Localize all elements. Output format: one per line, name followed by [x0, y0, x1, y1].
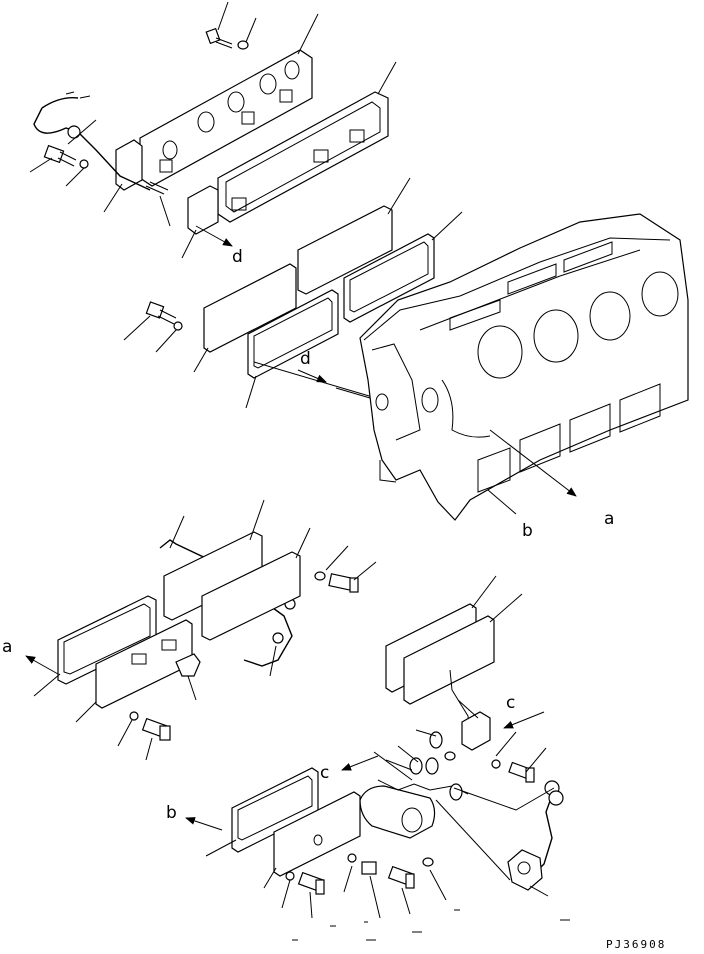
- washer-left: [79, 159, 89, 169]
- inspection-gasket-front: [247, 289, 339, 379]
- upper-leaders: [29, 1, 397, 259]
- inspection-gasket-rear: [343, 233, 435, 323]
- middle-cover-assembly: [123, 177, 463, 430]
- bolts-bottom: [285, 790, 564, 895]
- bolt-top: [205, 27, 233, 49]
- bolt-middle: [145, 301, 177, 325]
- washer-middle: [173, 321, 183, 331]
- lower-right-cover: [403, 615, 495, 705]
- lower-right-leaders: [185, 575, 555, 919]
- small-cover: [115, 139, 143, 191]
- breather-body: [359, 785, 436, 839]
- ref-label-b-upper: b: [522, 521, 533, 541]
- bolt-lower-right: [314, 571, 359, 593]
- ref-label-a-lower: a: [2, 637, 12, 657]
- upper-cover-assembly: [29, 1, 397, 259]
- small-plate: [187, 185, 219, 235]
- bolt-right: [508, 761, 535, 783]
- sensor-lower: [507, 849, 543, 891]
- inspection-cover-rear: [297, 205, 393, 295]
- lower-cover-2: [201, 551, 301, 641]
- engine-block: [359, 213, 689, 521]
- cylinder-bores: [477, 271, 679, 379]
- drawing-code: PJ36908: [606, 938, 666, 951]
- bracket: [461, 711, 491, 751]
- side-openings: [477, 383, 661, 493]
- lower-left-assembly: [25, 499, 377, 761]
- block-leaders: [487, 429, 577, 515]
- inspection-cover-front: [203, 263, 297, 353]
- ref-label-c-lower: c: [320, 763, 329, 783]
- ref-label-c-upper: c: [506, 693, 515, 713]
- lower-left-leaders: [25, 499, 377, 761]
- washer-top: [237, 40, 249, 50]
- bolt-left: [43, 144, 77, 167]
- bolt-lower-left: [129, 711, 171, 741]
- ref-label-d-upper: d: [232, 247, 243, 267]
- lower-right-assembly: [185, 575, 570, 941]
- cover-holes: [159, 60, 300, 173]
- sensor-harness: [33, 97, 151, 191]
- ref-label-b-lower: b: [166, 803, 177, 823]
- ref-label-a-upper: a: [604, 509, 614, 529]
- ref-label-d-lower: d: [300, 349, 311, 369]
